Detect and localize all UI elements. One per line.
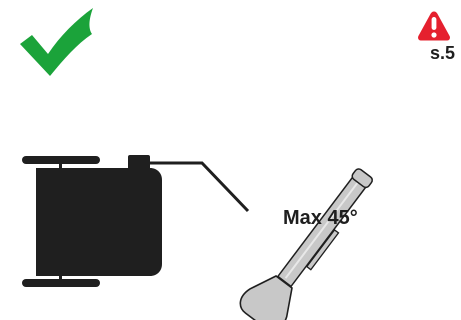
handle-tube-highlight <box>284 178 362 279</box>
backrest-frame <box>150 161 250 213</box>
top-wheel <box>22 156 100 164</box>
handle-end-cap <box>351 168 373 189</box>
handle-grip <box>239 275 293 320</box>
angle-limit-label: Max 45° <box>283 207 358 229</box>
warning-page-reference: s.5 <box>430 43 456 63</box>
seat-body <box>36 168 162 276</box>
tilted-handle-group <box>239 168 373 320</box>
wheel-axle-top <box>59 164 62 171</box>
warning-triangle-icon <box>418 11 450 41</box>
exclamation-bar <box>431 17 437 30</box>
exclamation-dot <box>431 32 437 38</box>
checkmark-shape <box>20 8 93 76</box>
warning-reference: s.5 <box>412 10 461 66</box>
checkmark-icon <box>20 8 93 76</box>
handle-side-rail <box>305 229 340 271</box>
bottom-wheel <box>22 279 100 287</box>
